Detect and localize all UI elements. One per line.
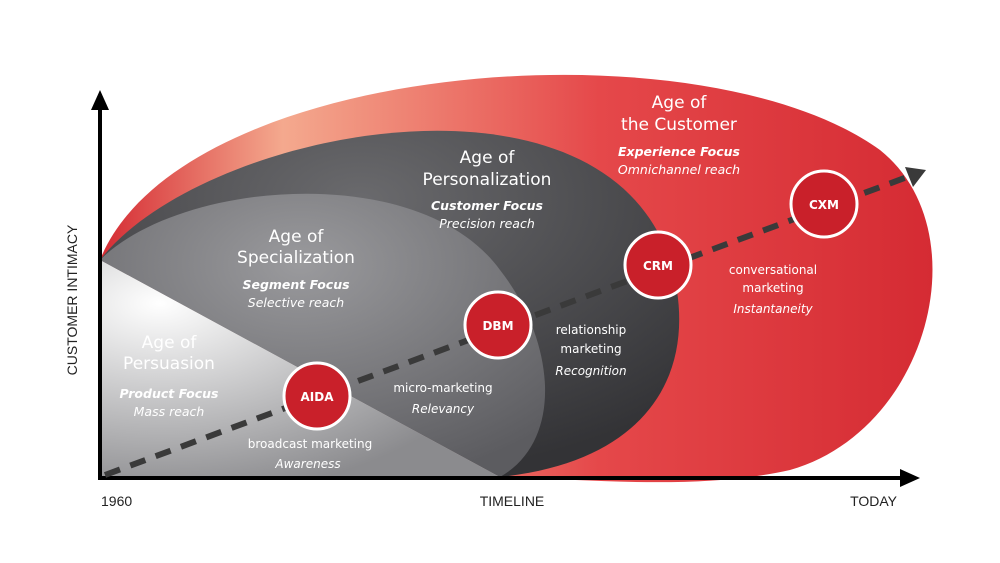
cxm-description-1: conversational (729, 263, 817, 277)
age-persuasion-title-2: Persuasion (123, 354, 215, 374)
age-customer-label: Age of the Customer Experience Focus Omn… (618, 93, 740, 177)
age-persuasion-focus: Product Focus (119, 386, 218, 401)
cxm-description-2: marketing (742, 281, 803, 295)
trend-dashed-line (103, 173, 912, 478)
age-persuasion-label: Age of Persuasion Product Focus Mass rea… (119, 333, 218, 419)
dbm-badge-label: DBM (482, 319, 513, 333)
cxm-badge-label: CXM (809, 198, 839, 212)
age-persuasion-title-1: Age of (142, 333, 198, 353)
dbm-keyword: Relevancy (412, 402, 475, 416)
age-specialization-region (100, 193, 546, 477)
x-axis-start-label: 1960 (101, 493, 132, 509)
y-axis-label: CUSTOMER INTIMACY (64, 224, 80, 375)
x-axis-end-label: TODAY (850, 493, 898, 509)
age-persuasion-reach: Mass reach (134, 404, 205, 419)
age-specialization-title-1: Age of (269, 227, 325, 247)
dbm-description: micro-marketing (393, 381, 492, 395)
cxm-keyword: Instantaneity (733, 302, 813, 316)
trend-arrowhead (905, 167, 926, 187)
crm-description-1: relationship (556, 323, 627, 337)
age-customer-title-1: Age of (652, 93, 708, 113)
milestone-cxm: CXM conversational marketing Instantanei… (729, 169, 859, 316)
aida-badge (282, 361, 352, 431)
crm-badge-label: CRM (643, 259, 673, 273)
milestone-aida: AIDA broadcast marketing Awareness (248, 361, 372, 471)
milestone-crm: CRM relationship marketing Recognition (555, 230, 693, 378)
x-axis-arrowhead (900, 469, 920, 487)
crm-keyword: Recognition (555, 364, 626, 378)
crm-description-2: marketing (560, 342, 621, 356)
dbm-badge (463, 290, 533, 360)
milestone-dbm: DBM micro-marketing Relevancy (393, 290, 533, 416)
cxm-badge (789, 169, 859, 239)
age-personalization-focus: Customer Focus (431, 198, 543, 213)
age-customer-focus: Experience Focus (618, 144, 740, 159)
age-specialization-label: Age of Specialization Segment Focus Sele… (237, 227, 355, 310)
y-axis-arrowhead (91, 90, 109, 110)
age-personalization-title-1: Age of (460, 148, 516, 168)
age-specialization-reach: Selective reach (248, 295, 344, 310)
age-specialization-focus: Segment Focus (242, 277, 349, 292)
aida-badge-label: AIDA (301, 390, 335, 404)
age-customer-reach: Omnichannel reach (618, 162, 740, 177)
age-customer-title-2: the Customer (621, 115, 737, 135)
age-personalization-title-2: Personalization (423, 170, 552, 190)
aida-description: broadcast marketing (248, 437, 372, 451)
age-personalization-reach: Precision reach (439, 216, 535, 231)
x-axis-mid-label: TIMELINE (480, 493, 545, 509)
age-personalization-label: Age of Personalization Customer Focus Pr… (423, 148, 552, 231)
crm-badge (623, 230, 693, 300)
aida-keyword: Awareness (274, 457, 340, 471)
age-specialization-title-2: Specialization (237, 248, 355, 268)
